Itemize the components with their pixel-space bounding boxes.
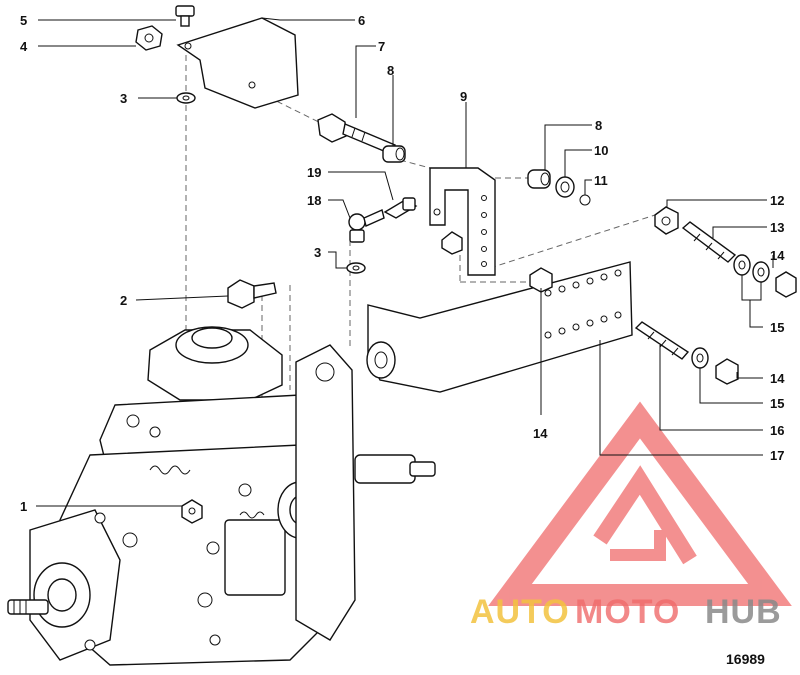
callout-14-lower: 14 [770, 371, 785, 386]
nut-part-14-plate [529, 267, 553, 293]
callout-9: 9 [460, 89, 467, 104]
watermark-text: AUTO MOTO HUB [470, 593, 782, 631]
washer-part-3-lower [346, 262, 366, 274]
injection-pump [7, 326, 436, 666]
nut-part-14-bracket [441, 231, 463, 255]
nut-part-12 [654, 206, 679, 235]
callout-8-right: 8 [595, 118, 602, 133]
spacer-part-8-right [527, 169, 551, 189]
callout-7: 7 [378, 39, 385, 54]
callout-12: 12 [770, 193, 784, 208]
nut-part-4 [135, 25, 163, 51]
stud-part-13 [681, 221, 737, 263]
callout-2: 2 [120, 293, 127, 308]
stud-part-16 [634, 321, 690, 360]
callout-5: 5 [20, 13, 27, 28]
callout-13: 13 [770, 220, 784, 235]
bolt-part-2 [227, 279, 277, 309]
callout-17: 17 [770, 448, 784, 463]
washer-part-10 [555, 176, 575, 198]
bracket-part-9 [429, 167, 496, 276]
plate-holes [544, 269, 622, 339]
callout-16: 16 [770, 423, 784, 438]
watermark-auto: AUTO [470, 593, 570, 631]
watermark-logo-icon [488, 401, 792, 606]
washer-part-15-upper-a [733, 254, 751, 276]
watermark-moto: MOTO [575, 593, 680, 631]
washer-part-15-upper-b [752, 261, 770, 283]
bracket-part-6 [176, 17, 299, 109]
ball-joint-part-18 [348, 209, 385, 243]
callout-4: 4 [20, 39, 28, 54]
washer-part-15-lower [691, 347, 709, 369]
callout-11: 11 [594, 173, 608, 188]
figure-number: 16989 [726, 651, 765, 667]
screw-part-19 [383, 197, 418, 219]
plate-bracket-part-17 [366, 261, 633, 393]
callout-8-left: 8 [387, 63, 394, 78]
leader-lines [36, 17, 774, 507]
callout-15-lower: 15 [770, 396, 784, 411]
bolt-part-5 [175, 5, 195, 27]
callout-3-lower: 3 [314, 245, 321, 260]
spacer-part-8-left [382, 145, 406, 163]
callout-15-upper: 15 [770, 320, 784, 335]
callout-3-upper: 3 [120, 91, 127, 106]
watermark-hub: HUB [705, 593, 782, 631]
clip-part-11 [579, 194, 591, 206]
callout-6: 6 [358, 13, 365, 28]
callout-14-upper: 14 [770, 248, 785, 263]
callout-19: 19 [307, 165, 321, 180]
callout-10: 10 [594, 143, 608, 158]
callout-labels: 5 4 3 2 1 6 7 8 9 19 18 3 8 10 11 12 13 … [20, 13, 785, 514]
callout-1: 1 [20, 499, 27, 514]
nut-part-14-lower [715, 358, 739, 385]
nut-part-14-upper [775, 271, 797, 298]
washer-part-3-upper [176, 92, 196, 104]
callout-18: 18 [307, 193, 321, 208]
bolt-part-7 [317, 113, 396, 155]
callout-14-plate: 14 [533, 426, 548, 441]
